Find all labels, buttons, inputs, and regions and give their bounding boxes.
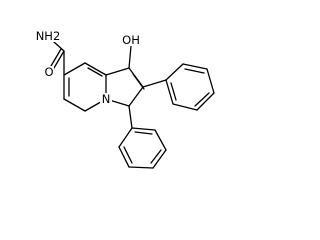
bond [196, 92, 215, 111]
bond [53, 50, 65, 69]
bond [132, 73, 145, 90]
bond [194, 92, 210, 107]
amide-nitrogen-text: NH2 [36, 29, 61, 43]
hydroxyl-text: OH [122, 33, 140, 47]
bond [105, 67, 130, 76]
amide-nitrogen-label: NH2 [36, 29, 61, 43]
bond [53, 41, 65, 52]
bond [123, 146, 133, 164]
bond [63, 62, 86, 76]
bond [172, 103, 198, 111]
bond [182, 63, 208, 70]
bond [128, 166, 154, 169]
bond [131, 127, 156, 131]
bond [118, 127, 133, 148]
bonds [50, 41, 215, 169]
bond [50, 48, 62, 67]
ring-nitrogen-label: N [100, 92, 112, 106]
bond [165, 79, 174, 105]
bond [87, 67, 103, 77]
bond [150, 149, 162, 164]
bond [154, 129, 167, 151]
bond [128, 45, 132, 69]
bond [152, 149, 167, 169]
atom-labels: NH2 O OH N [36, 29, 142, 106]
chemical-structure: NH2 O OH N [36, 29, 215, 169]
bond [134, 131, 153, 135]
amide-oxygen-label: O [44, 65, 54, 79]
bond [84, 62, 107, 76]
bond [63, 98, 86, 112]
bond [165, 63, 184, 81]
bond [170, 82, 177, 101]
bond [184, 68, 205, 74]
bond [118, 146, 130, 168]
bond [128, 105, 133, 129]
amide-oxygen-text: O [44, 65, 53, 79]
bond [142, 79, 167, 88]
hydroxyl-label: OH [120, 33, 142, 47]
ring-nitrogen-text: N [102, 92, 111, 106]
bond [128, 86, 144, 107]
bond [206, 68, 215, 94]
